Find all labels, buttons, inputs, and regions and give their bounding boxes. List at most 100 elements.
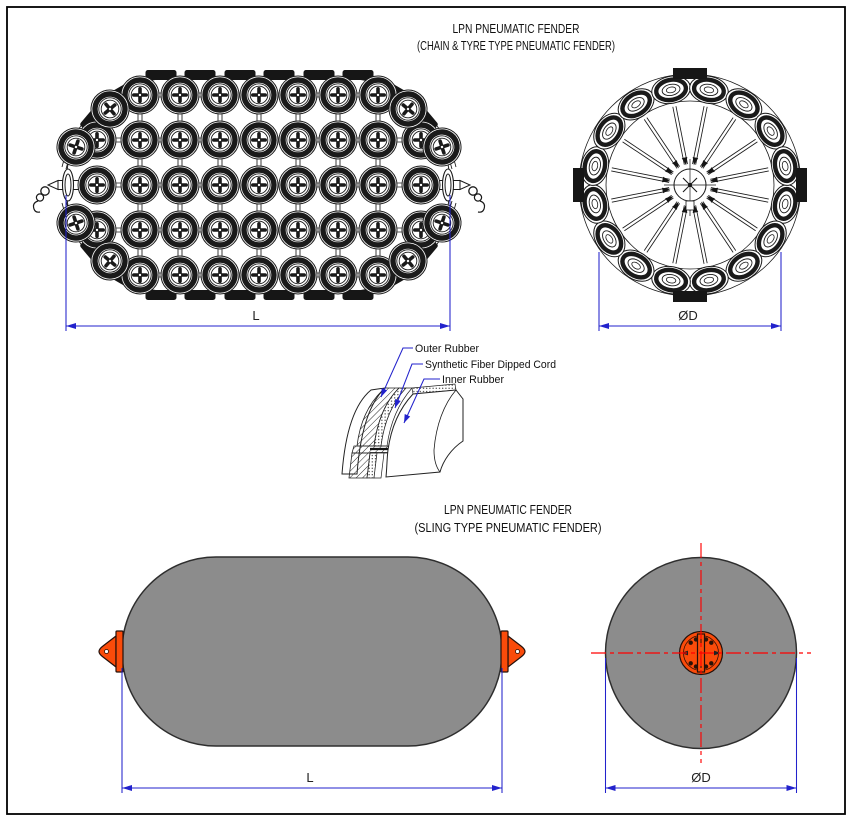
face-tyre: [90, 89, 130, 129]
face-tyre: [200, 165, 240, 205]
face-tyre: [160, 75, 200, 115]
face-tyre: [318, 120, 358, 160]
chain-spoke-and-tyre: [593, 112, 674, 176]
sling-left-fitting: [98, 630, 124, 673]
face-tyre: [120, 255, 160, 295]
sling-diameter-label: ØD: [691, 770, 711, 785]
face-tyre: [120, 165, 160, 205]
face-tyre: [200, 75, 240, 115]
sling-diameter-dimension: ØD: [604, 658, 798, 793]
chain-fender-side-view: [32, 70, 486, 300]
face-tyre: [318, 210, 358, 250]
chain-spoke-and-tyre: [651, 75, 691, 166]
face-tyre: [160, 210, 200, 250]
chain-length-label: L: [252, 308, 259, 323]
centerlines: [591, 543, 811, 763]
face-tyre: [278, 120, 318, 160]
edge-tyre: [673, 291, 707, 302]
chain-spoke-and-tyre: [580, 184, 671, 224]
sling-fender-side-view: [98, 556, 526, 747]
chain-spoke-and-tyre: [593, 194, 674, 258]
chain-spoke-and-tyre: [580, 146, 671, 186]
tyre-array: [56, 70, 462, 300]
face-tyre: [278, 75, 318, 115]
synthetic-cord-callout: Synthetic Fiber Dipped Cord: [425, 359, 556, 371]
face-tyre: [278, 210, 318, 250]
sling-fender-body: [121, 556, 503, 747]
edge-tyre: [145, 70, 177, 80]
edge-tyre: [224, 290, 256, 300]
chain-spoke-and-tyre: [617, 88, 681, 169]
face-tyre: [422, 203, 462, 243]
chain-fender-end-view: [573, 68, 807, 302]
outer-rubber-callout: Outer Rubber: [415, 343, 479, 355]
edge-tyre: [673, 68, 707, 79]
sling-title-line2: (SLING TYPE PNEUMATIC FENDER): [415, 521, 602, 535]
sling-title-line1: LPN PNEUMATIC FENDER: [444, 503, 572, 517]
chain-diameter-label: ØD: [678, 308, 698, 323]
edge-tyre: [263, 70, 295, 80]
face-tyre: [239, 210, 279, 250]
center-hub: [664, 159, 716, 216]
face-tyre: [422, 127, 462, 167]
sheet-frame: [6, 6, 846, 815]
chain-diameter-dimension: ØD: [598, 252, 782, 331]
face-tyre: [358, 120, 398, 160]
face-tyre: [120, 120, 160, 160]
edge-tyre: [263, 290, 295, 300]
face-tyre: [278, 165, 318, 205]
face-tyre: [160, 120, 200, 160]
face-tyre: [318, 75, 358, 115]
face-tyre: [239, 255, 279, 295]
edge-tyre: [796, 168, 807, 202]
edge-tyre: [303, 290, 335, 300]
face-tyre: [56, 127, 96, 167]
edge-tyre: [342, 70, 374, 80]
face-tyre: [77, 165, 117, 205]
face-tyre: [388, 89, 428, 129]
chain-spoke-and-tyre: [709, 146, 800, 186]
chain-title-line1: LPN PNEUMATIC FENDER: [453, 22, 580, 36]
face-tyre: [278, 255, 318, 295]
face-tyre: [358, 210, 398, 250]
face-tyre: [200, 120, 240, 160]
inner-rubber-callout: Inner Rubber: [442, 374, 504, 386]
wall-section-detail: Outer Rubber Synthetic Fiber Dipped Cord…: [341, 343, 556, 479]
sling-length-label: L: [306, 770, 313, 785]
sling-fender-end-view: [591, 543, 811, 763]
chain-spoke-and-tyre: [706, 194, 787, 258]
face-tyre: [318, 165, 358, 205]
chain-title-line2: (CHAIN & TYRE TYPE PNEUMATIC FENDER): [417, 39, 615, 53]
radial-tyres-and-chains: [573, 68, 807, 302]
edge-tyre: [342, 290, 374, 300]
face-tyre: [318, 255, 358, 295]
face-tyre: [160, 165, 200, 205]
chain-spoke-and-tyre: [699, 201, 763, 282]
face-tyre: [358, 75, 398, 115]
fender-body-circle: [605, 100, 775, 270]
chain-spoke-and-tyre: [709, 184, 800, 224]
face-tyre: [239, 75, 279, 115]
sling-fender-title: LPN PNEUMATIC FENDER (SLING TYPE PNEUMAT…: [415, 503, 602, 535]
chain-spoke-and-tyre: [706, 112, 787, 176]
face-tyre: [200, 210, 240, 250]
edge-tyre: [303, 70, 335, 80]
face-tyre: [160, 255, 200, 295]
edge-tyre: [573, 168, 584, 202]
edge-tyre: [224, 70, 256, 80]
chain-spoke-and-tyre: [617, 201, 681, 282]
chain-spoke-and-tyre: [689, 75, 729, 166]
air-valve: [685, 200, 695, 211]
sling-right-fitting: [500, 630, 526, 673]
cutaway-block: [341, 383, 464, 479]
face-tyre: [90, 241, 130, 281]
chain-spoke-and-tyre: [651, 204, 691, 295]
edge-tyre: [145, 290, 177, 300]
chain-fender-title: LPN PNEUMATIC FENDER (CHAIN & TYRE TYPE …: [417, 22, 615, 53]
edge-tyre: [184, 290, 216, 300]
face-tyre: [401, 165, 441, 205]
face-tyre: [200, 255, 240, 295]
face-tyre: [388, 241, 428, 281]
